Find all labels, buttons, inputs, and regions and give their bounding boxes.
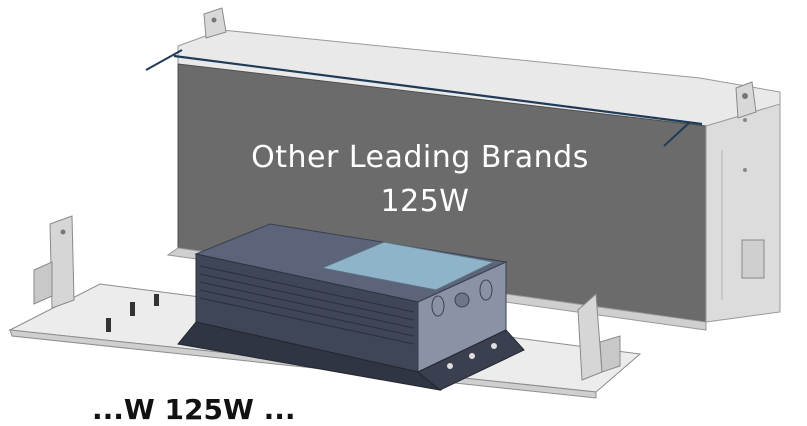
callout-line: [145, 49, 703, 147]
competitor-caption-line-2: 125W: [380, 184, 470, 219]
compact-driver-unit: [177, 223, 525, 391]
product-comparison-illustration: [8, 7, 781, 399]
competitor-caption-line-1: Other Leading Brands: [251, 140, 589, 175]
